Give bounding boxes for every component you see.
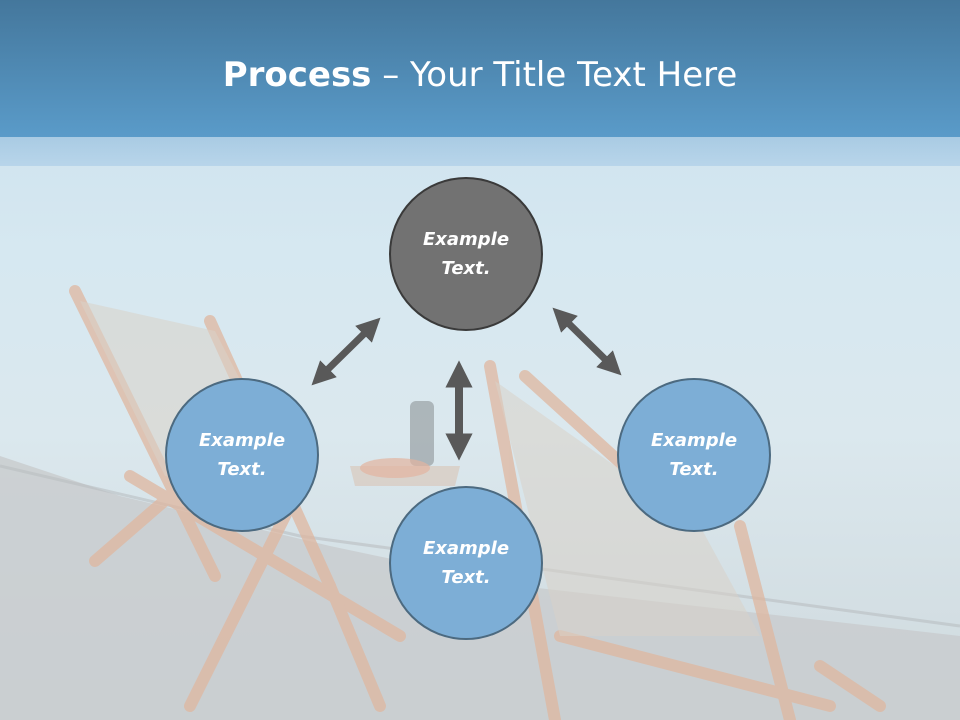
node-right-text: Example Text. bbox=[650, 430, 738, 480]
arrow-top-right bbox=[552, 307, 622, 376]
node-left-text: Example Text. bbox=[198, 430, 286, 480]
title-rest-text: – Your Title Text Here bbox=[371, 55, 738, 95]
node-top[interactable]: Example Text. bbox=[389, 177, 543, 331]
node-bottom[interactable]: Example Text. bbox=[389, 486, 543, 640]
node-bottom-text: Example Text. bbox=[422, 538, 510, 588]
title-bar bbox=[0, 0, 960, 137]
title-subband bbox=[0, 137, 960, 166]
arrow-top-left bbox=[311, 317, 381, 386]
slide-title[interactable]: Process – Your Title Text Here bbox=[0, 52, 960, 98]
node-left[interactable]: Example Text. bbox=[165, 378, 319, 532]
node-top-text: Example Text. bbox=[422, 229, 510, 279]
node-right[interactable]: Example Text. bbox=[617, 378, 771, 532]
title-bold-text: Process bbox=[222, 55, 372, 95]
